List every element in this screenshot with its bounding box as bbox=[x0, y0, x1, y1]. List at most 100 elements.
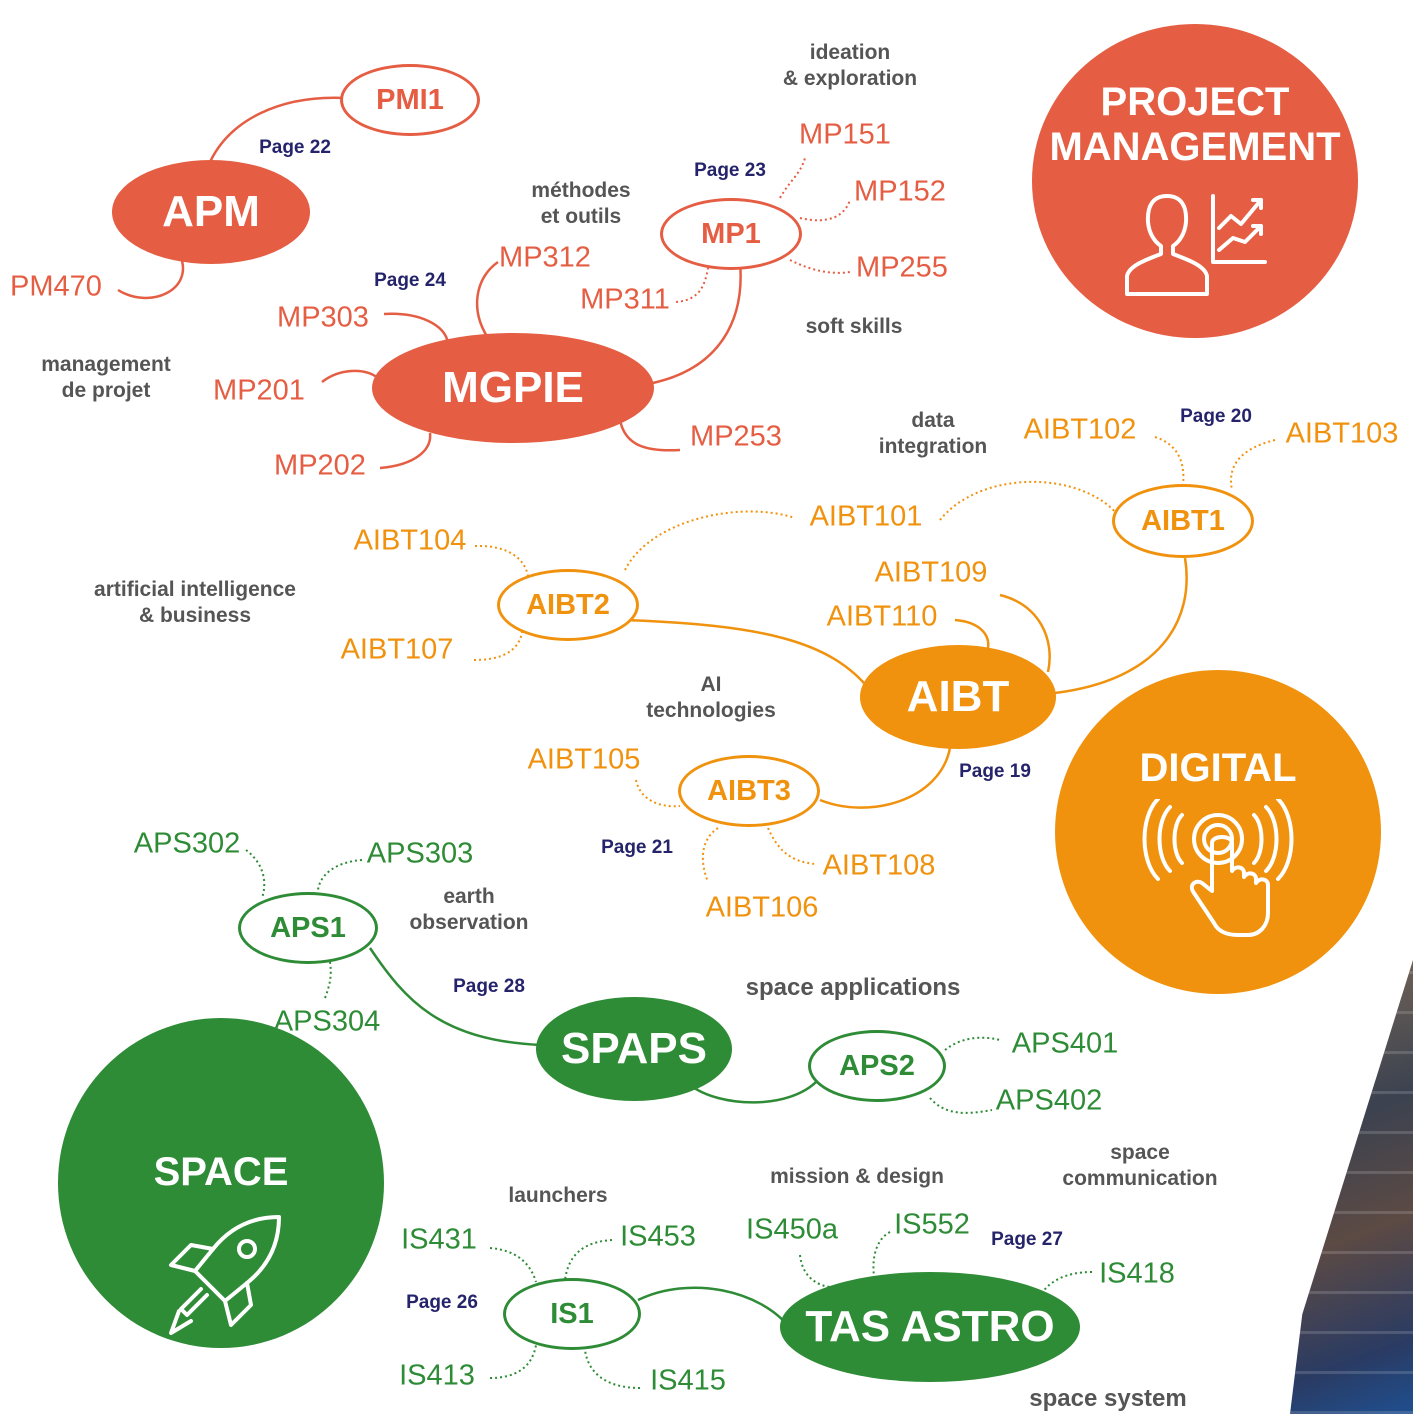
module-pmi1[interactable]: PMI1 bbox=[340, 64, 480, 136]
module-aps1[interactable]: APS1 bbox=[238, 892, 378, 964]
page-ref-21[interactable]: Page 21 bbox=[601, 837, 673, 858]
link-aps1-aps303 bbox=[317, 859, 363, 891]
course-mp151[interactable]: MP151 bbox=[799, 118, 891, 151]
topic-earth-obs: earth observation bbox=[409, 884, 529, 934]
course-is450a[interactable]: IS450a bbox=[746, 1213, 838, 1246]
module-pmi1-label: PMI1 bbox=[376, 83, 444, 116]
course-aps303[interactable]: APS303 bbox=[366, 837, 474, 870]
touch-signal-icon bbox=[1142, 798, 1294, 937]
module-aibt3[interactable]: AIBT3 bbox=[678, 755, 820, 827]
course-mp303[interactable]: MP303 bbox=[277, 301, 369, 334]
topic-methodes: méthodes et outils bbox=[531, 178, 631, 228]
link-aibt2-aibt104 bbox=[474, 544, 529, 577]
topic-management: management de projet bbox=[41, 352, 171, 402]
link-aps2-aps401 bbox=[944, 1036, 1001, 1051]
link-mgpie-mp1 bbox=[647, 261, 742, 386]
module-mp1[interactable]: MP1 bbox=[660, 198, 802, 270]
course-aibt106[interactable]: AIBT106 bbox=[705, 891, 819, 924]
link-aibt1-aibt103 bbox=[1230, 439, 1276, 491]
program-mgpie-label: MGPIE bbox=[442, 363, 584, 412]
rocket-icon bbox=[169, 1214, 281, 1335]
course-aibt104[interactable]: AIBT104 bbox=[353, 524, 467, 557]
program-apm-label: APM bbox=[162, 187, 260, 236]
module-aps2[interactable]: APS2 bbox=[808, 1030, 946, 1102]
course-mp255[interactable]: MP255 bbox=[856, 251, 948, 284]
course-mp311[interactable]: MP311 bbox=[580, 283, 670, 316]
course-aibt105[interactable]: AIBT105 bbox=[527, 743, 641, 776]
course-is552[interactable]: IS552 bbox=[894, 1208, 970, 1241]
digital-circle[interactable]: DIGITAL bbox=[1055, 670, 1381, 994]
program-tas-astro[interactable]: TAS ASTRO bbox=[780, 1272, 1080, 1382]
link-aibt-aibt1 bbox=[1054, 557, 1188, 695]
course-aibt101[interactable]: AIBT101 bbox=[809, 500, 923, 533]
link-aibt1-aibt101 bbox=[939, 480, 1119, 521]
page-ref-23[interactable]: Page 23 bbox=[694, 160, 766, 181]
module-aibt2-label: AIBT2 bbox=[526, 588, 610, 621]
course-mp201[interactable]: MP201 bbox=[213, 374, 305, 407]
course-aibt110[interactable]: AIBT110 bbox=[826, 600, 938, 633]
link-aps1-aps304 bbox=[324, 961, 332, 999]
topic-soft-skills: soft skills bbox=[805, 314, 903, 338]
course-mp253[interactable]: MP253 bbox=[690, 420, 782, 453]
program-mgpie[interactable]: MGPIE bbox=[372, 333, 654, 443]
course-aps402[interactable]: APS402 bbox=[995, 1084, 1103, 1117]
link-tas-is1 bbox=[637, 1286, 791, 1329]
topic-ideation: ideation & exploration bbox=[782, 40, 918, 90]
course-aps304[interactable]: APS304 bbox=[273, 1005, 381, 1038]
course-aibt108[interactable]: AIBT108 bbox=[822, 849, 936, 882]
link-is1-is453 bbox=[564, 1239, 613, 1281]
topic-ai-business: artificial intelligence & business bbox=[94, 577, 296, 627]
program-aibt[interactable]: AIBT bbox=[860, 645, 1056, 749]
module-aibt1[interactable]: AIBT1 bbox=[1112, 484, 1254, 558]
course-aibt109[interactable]: AIBT109 bbox=[874, 556, 988, 589]
link-aibt-aibt109 bbox=[999, 593, 1051, 673]
course-mp202[interactable]: MP202 bbox=[274, 449, 366, 482]
link-is1-is413 bbox=[489, 1344, 537, 1379]
module-aibt2[interactable]: AIBT2 bbox=[497, 569, 639, 641]
link-aibt-aibt110 bbox=[954, 618, 990, 649]
course-mp152[interactable]: MP152 bbox=[854, 175, 946, 208]
module-is1-label: IS1 bbox=[550, 1297, 594, 1330]
link-is1-is415 bbox=[584, 1349, 641, 1389]
course-is453[interactable]: IS453 bbox=[620, 1220, 696, 1253]
program-tas-astro-label: TAS ASTRO bbox=[805, 1302, 1055, 1351]
topic-mission-design: mission & design bbox=[770, 1164, 944, 1188]
link-aibt3-aibt106 bbox=[701, 827, 719, 883]
link-mgpie-mp202 bbox=[379, 432, 432, 470]
link-aibt2-aibt107 bbox=[473, 631, 523, 661]
module-is1[interactable]: IS1 bbox=[503, 1278, 641, 1350]
course-is415[interactable]: IS415 bbox=[650, 1364, 726, 1397]
topic-space-system: space system bbox=[1029, 1385, 1187, 1412]
page-ref-27[interactable]: Page 27 bbox=[991, 1229, 1063, 1250]
course-is418[interactable]: IS418 bbox=[1099, 1257, 1175, 1290]
space-circle[interactable]: SPACE bbox=[58, 1018, 384, 1348]
link-tas-is450a bbox=[799, 1254, 831, 1288]
page-ref-26[interactable]: Page 26 bbox=[406, 1292, 478, 1313]
page-ref-22[interactable]: Page 22 bbox=[259, 137, 331, 158]
course-pm470[interactable]: PM470 bbox=[10, 270, 102, 303]
link-aps2-aps402 bbox=[929, 1097, 993, 1114]
module-aibt1-label: AIBT1 bbox=[1141, 504, 1225, 537]
page-ref-28[interactable]: Page 28 bbox=[453, 976, 525, 997]
topic-ai-tech: AI technologies bbox=[646, 672, 776, 722]
course-aibt107[interactable]: AIBT107 bbox=[340, 633, 454, 666]
link-mgpie-mp303 bbox=[383, 312, 450, 344]
course-is413[interactable]: IS413 bbox=[399, 1359, 475, 1392]
project-management-circle[interactable]: PROJECT MANAGEMENT bbox=[1032, 24, 1358, 338]
page-ref-20[interactable]: Page 20 bbox=[1180, 406, 1252, 427]
course-mp312[interactable]: MP312 bbox=[499, 241, 591, 274]
link-mgpie-mp312 bbox=[475, 260, 499, 339]
course-is431[interactable]: IS431 bbox=[401, 1223, 477, 1256]
course-aibt102[interactable]: AIBT102 bbox=[1023, 413, 1137, 446]
course-aibt103[interactable]: AIBT103 bbox=[1285, 417, 1399, 450]
program-apm[interactable]: APM bbox=[112, 160, 310, 264]
course-aps302[interactable]: APS302 bbox=[133, 827, 241, 860]
program-spaps[interactable]: SPAPS bbox=[536, 997, 732, 1101]
page-ref-24[interactable]: Page 24 bbox=[374, 270, 446, 291]
module-aps1-label: APS1 bbox=[270, 911, 346, 944]
link-is1-is431 bbox=[489, 1247, 537, 1283]
link-mp1-mp151 bbox=[779, 157, 806, 199]
course-aps401[interactable]: APS401 bbox=[1011, 1027, 1119, 1060]
page-ref-19[interactable]: Page 19 bbox=[959, 761, 1031, 782]
